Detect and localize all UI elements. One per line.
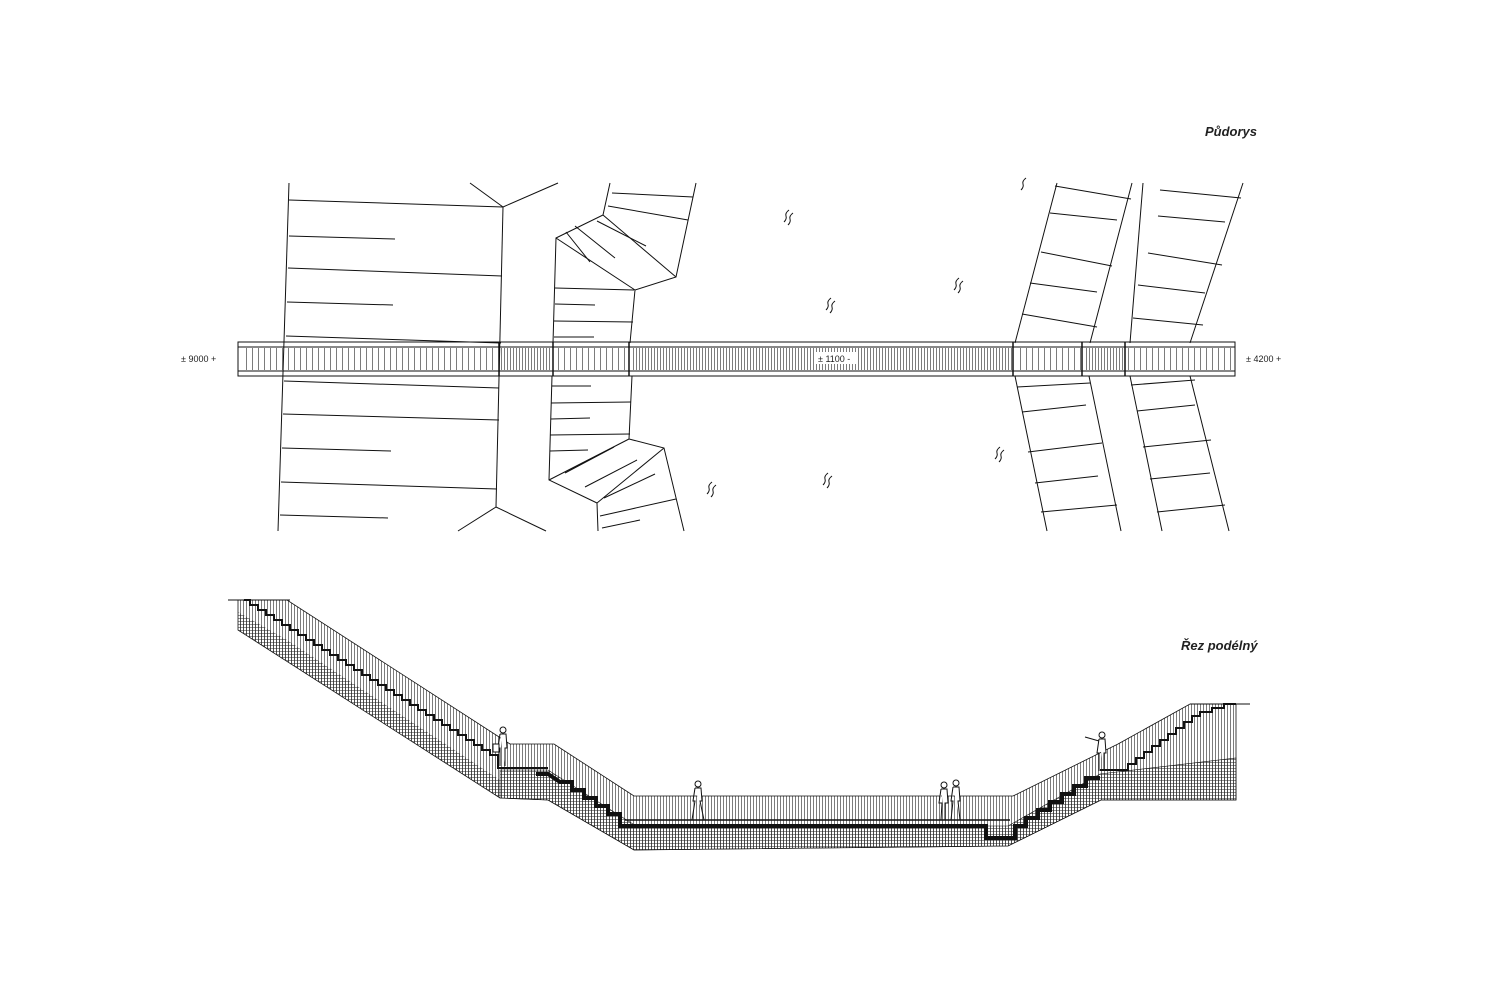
person-figure-2: [691, 780, 705, 821]
section-view: [228, 599, 1250, 851]
section-title: Řez podélný: [1181, 638, 1258, 653]
section-deck: [536, 772, 1100, 840]
water-marks: [706, 177, 1027, 498]
person-figure-4: [950, 779, 961, 821]
section-stairs-left: [244, 599, 548, 769]
person-figure-1: [492, 726, 508, 766]
plan-title: Půdorys: [1205, 124, 1258, 139]
person-figure-3: [938, 781, 949, 821]
level-label-middle: ± 1100 -: [818, 354, 850, 364]
section-stairs-right: [1100, 703, 1236, 771]
level-label-right: ± 4200 +: [1246, 354, 1281, 364]
zigzag-seating-block: [548, 182, 697, 532]
walkway-plan: [237, 341, 1236, 377]
plan-view: ± 9000 + ± 1100 - ± 4200 +: [181, 177, 1281, 532]
right-seating-blocks: [1014, 182, 1244, 532]
person-figure-5: [1084, 731, 1107, 771]
level-label-left: ± 9000 +: [181, 354, 216, 364]
